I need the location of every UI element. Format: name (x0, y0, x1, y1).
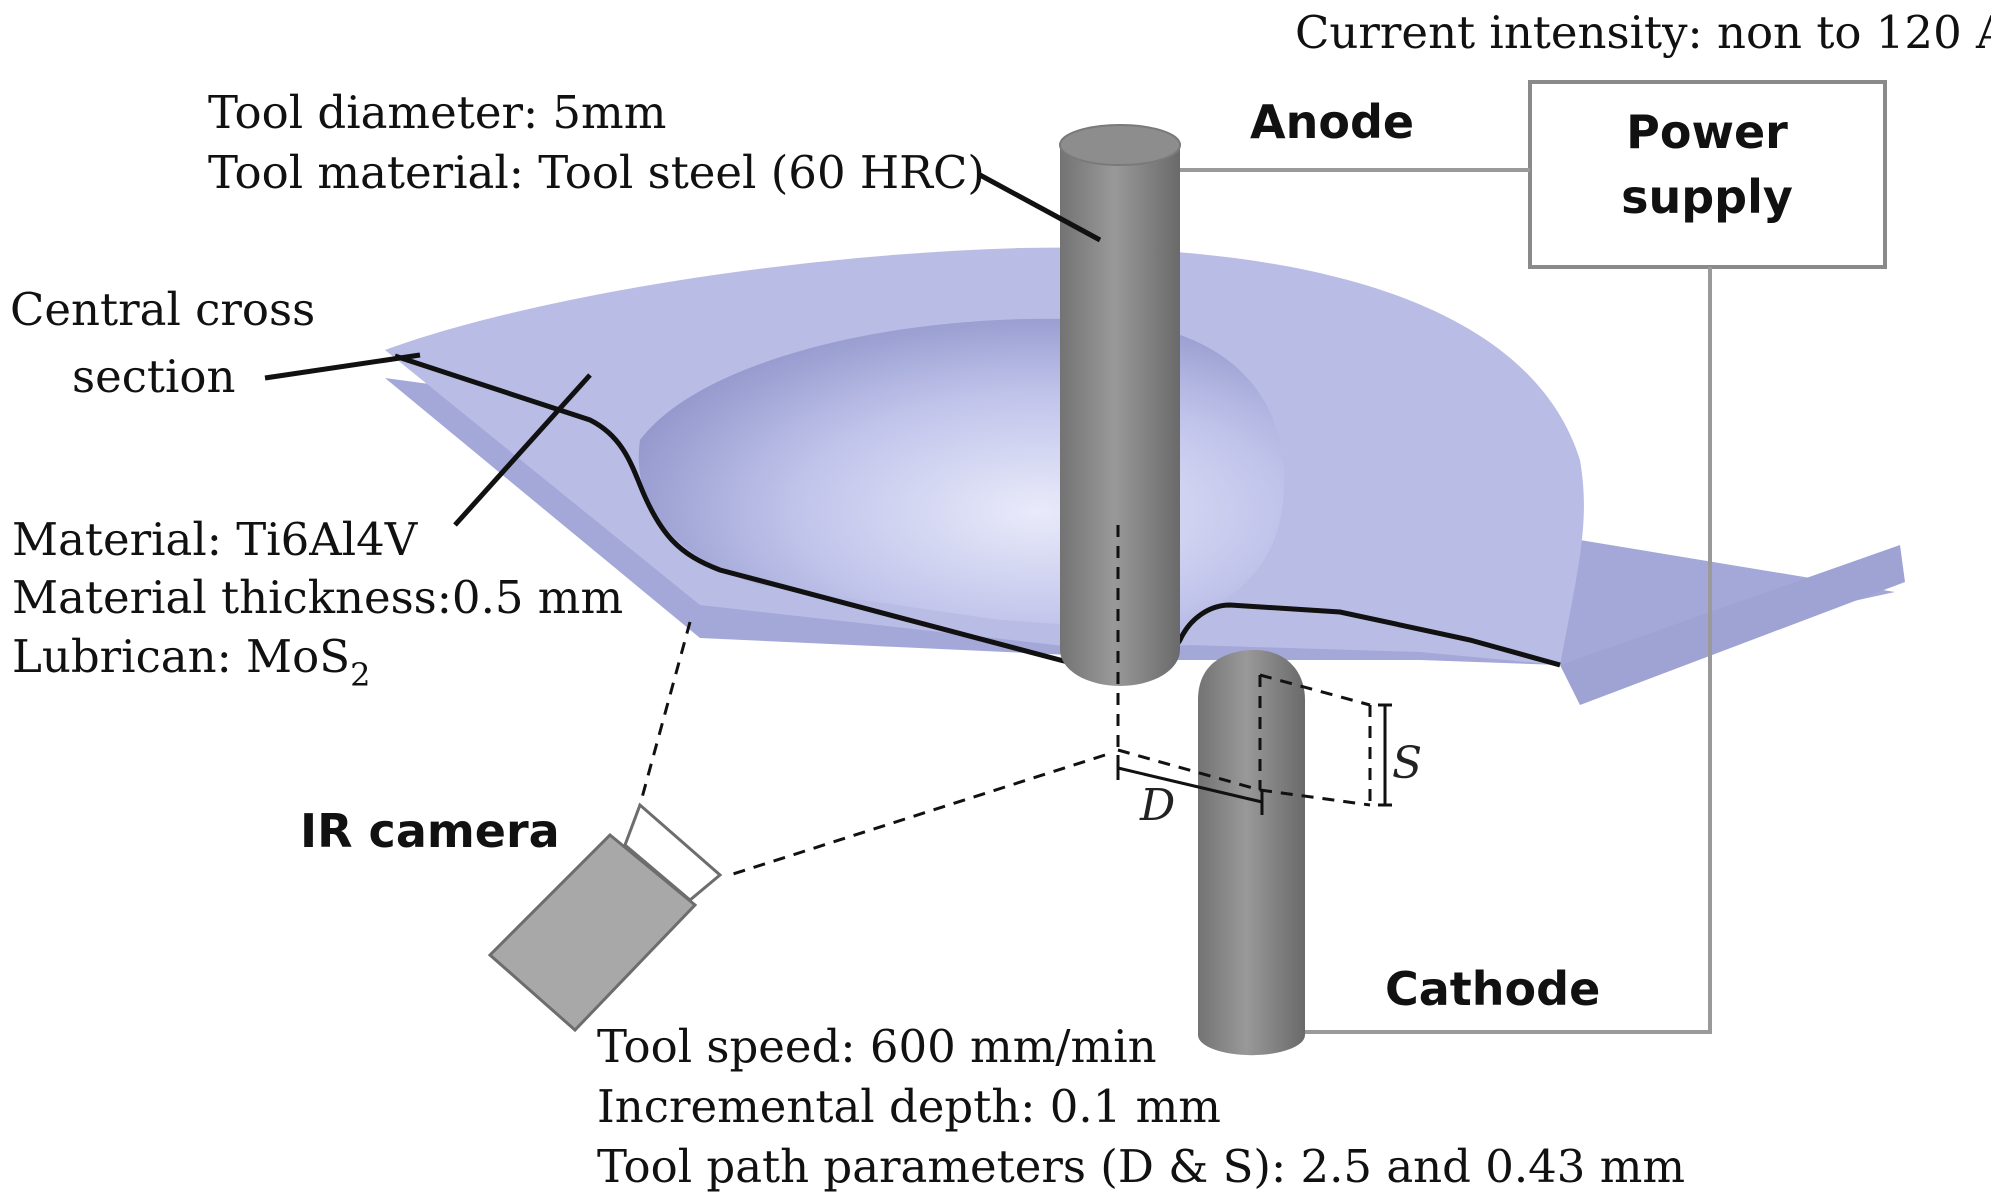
lubricant-subscript: 2 (350, 656, 370, 694)
incremental-depth-label: Incremental depth: 0.1 mm (597, 1080, 1221, 1133)
dimension-s-label: S (1392, 738, 1422, 789)
tool-path-dashes (638, 525, 1372, 877)
lubricant-prefix: Lubrican: MoS (12, 630, 350, 683)
central-cross-section-label-line2: section (72, 350, 235, 403)
cathode-label: Cathode (1385, 962, 1600, 1016)
power-supply-label-line1: Power (1626, 105, 1788, 159)
tool-path-label: Tool path parameters (D & S): 2.5 and 0.… (597, 1140, 1685, 1193)
material-label: Material: Ti6Al4V (12, 513, 419, 566)
cathode-tool (1198, 650, 1305, 1056)
power-supply-box (1528, 80, 1887, 269)
anode-tool (1059, 124, 1181, 686)
tool-material-value: Tool steel (60 HRC) (538, 146, 985, 199)
sheet-right-edge (1560, 545, 1905, 705)
ir-camera-label: IR camera (300, 804, 560, 858)
ir-camera (487, 802, 723, 1033)
dimension-d-marker (1116, 755, 1264, 815)
central-cross-section-line (394, 353, 1561, 675)
anode-label: Anode (1250, 95, 1414, 149)
leader-lines (264, 172, 1102, 527)
dimension-d-label: D (1139, 780, 1175, 831)
power-wires (1180, 168, 1712, 1034)
dimension-s-marker (1378, 703, 1392, 807)
central-cross-section-label-line1: Central cross (10, 283, 315, 336)
lubricant-label: Lubrican: MoS2 (12, 630, 370, 694)
material-thickness-label: Material thickness:0.5 mm (12, 571, 623, 624)
tool-speed-label: Tool speed: 600 mm/min (597, 1020, 1157, 1073)
current-intensity-label: Current intensity: non to 120 A (1295, 6, 1991, 59)
tool-material-label: Tool material: Tool steel (60 HRC) (208, 146, 985, 199)
power-supply-label-line2: supply (1621, 170, 1793, 224)
tool-material-prefix: Tool material: (208, 146, 538, 199)
tool-diameter-label: Tool diameter: 5mm (208, 86, 666, 139)
